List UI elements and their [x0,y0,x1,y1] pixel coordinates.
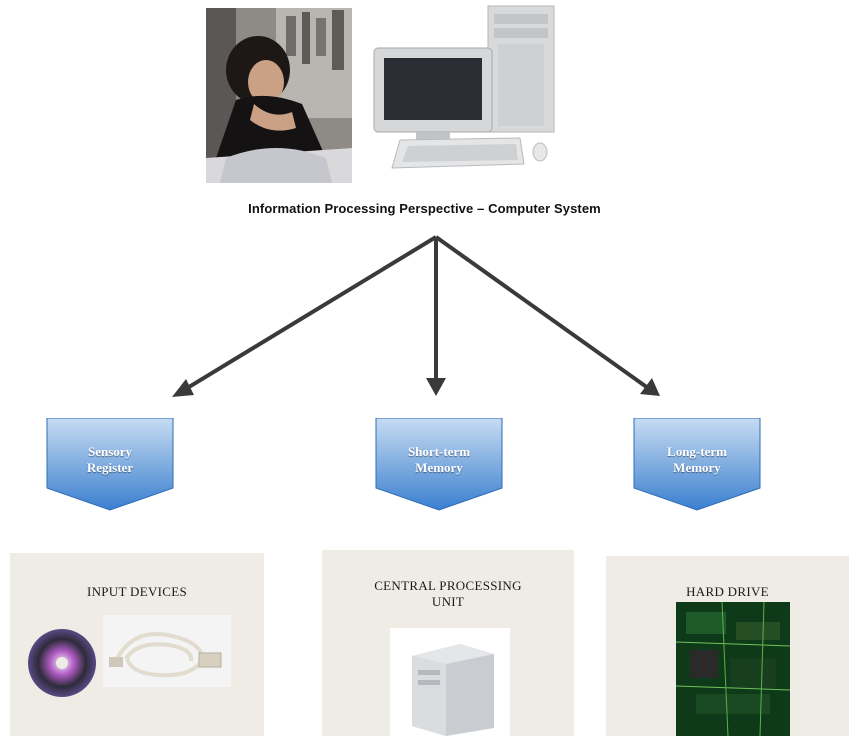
arrowhead-short-term [426,378,446,396]
stage-short-term-memory: Short-term Memory [374,418,514,514]
stage-label-line2: Register [86,460,134,475]
cable-icon [103,615,231,687]
panel-label: INPUT DEVICES [86,584,188,599]
thinking-person-photo [206,8,352,183]
diagram-title: Information Processing Perspective – Com… [248,201,601,216]
arrow-to-long-term-memory [434,235,650,390]
circuit-board-icon [676,602,790,736]
cpu-tower-icon [390,628,510,736]
stage-label-line1: Short-term [407,444,471,459]
stage-sensory-register: Sensory Register [45,418,185,514]
stage-label-line2: Memory [673,460,721,475]
chevron-shape [375,418,503,511]
arrowhead-long-term [640,378,660,396]
panel-label: CENTRAL PROCESSING UNIT [374,578,522,609]
stage-long-term-memory: Long-term Memory [632,418,772,514]
panel-label: HARD DRIVE [686,584,769,599]
computer-system-illustration [373,5,555,169]
panel-input-devices: INPUT DEVICES [10,553,264,736]
arrow-to-sensory-register [182,235,438,392]
chevron-shape [46,418,174,511]
stage-label-line2: Memory [415,460,463,475]
stage-label-line1: Sensory [87,444,133,459]
arrowhead-sensory [172,379,194,397]
stage-label-line1: Long-term [667,444,727,459]
panel-hard-drive: HARD DRIVE [606,556,849,736]
panel-central-processing-unit: CENTRAL PROCESSING UNIT [322,550,574,736]
cd-disc-icon [28,629,96,697]
chevron-shape [633,418,761,511]
